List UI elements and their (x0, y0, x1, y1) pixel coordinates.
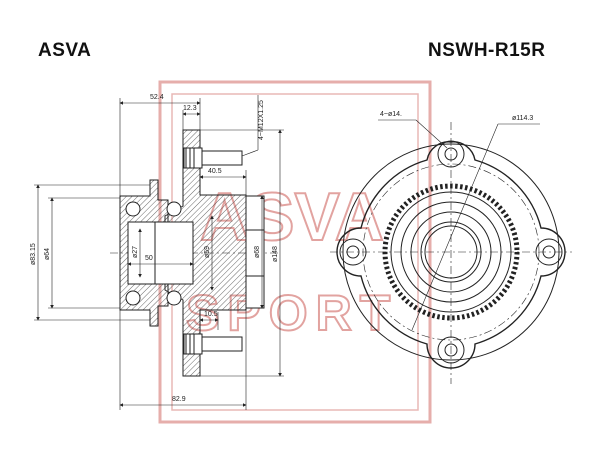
dim-d27: ø27 (132, 246, 139, 258)
dim-10-5: 10.5 (204, 311, 218, 318)
front-view-dimensions (378, 119, 540, 331)
dim-d64: ø64 (44, 248, 51, 260)
side-view (110, 129, 280, 377)
dim-52-4: 52.4 (150, 94, 164, 101)
part-number: NSWH-R15R (428, 40, 546, 61)
side-view-dimensions (34, 95, 284, 410)
dim-82-9: 82.9 (172, 396, 186, 403)
dim-50: 50 (145, 255, 153, 262)
dim-d68: ø68 (254, 246, 261, 258)
brand-name: ASVA (38, 40, 92, 61)
dim-pcd: ø114.3 (512, 115, 533, 122)
dim-148: ø148 (272, 246, 279, 262)
dim-d59: ø59 (204, 246, 211, 258)
dim-12-3: 12.3 (183, 105, 197, 112)
dim-thread: 4~M12X1.25 (258, 100, 265, 140)
dim-holes: 4~ø14. (380, 111, 402, 118)
front-view (330, 122, 572, 384)
dim-40-5: 40.5 (208, 168, 222, 175)
dim-d83-15: ø83.15 (30, 243, 37, 265)
